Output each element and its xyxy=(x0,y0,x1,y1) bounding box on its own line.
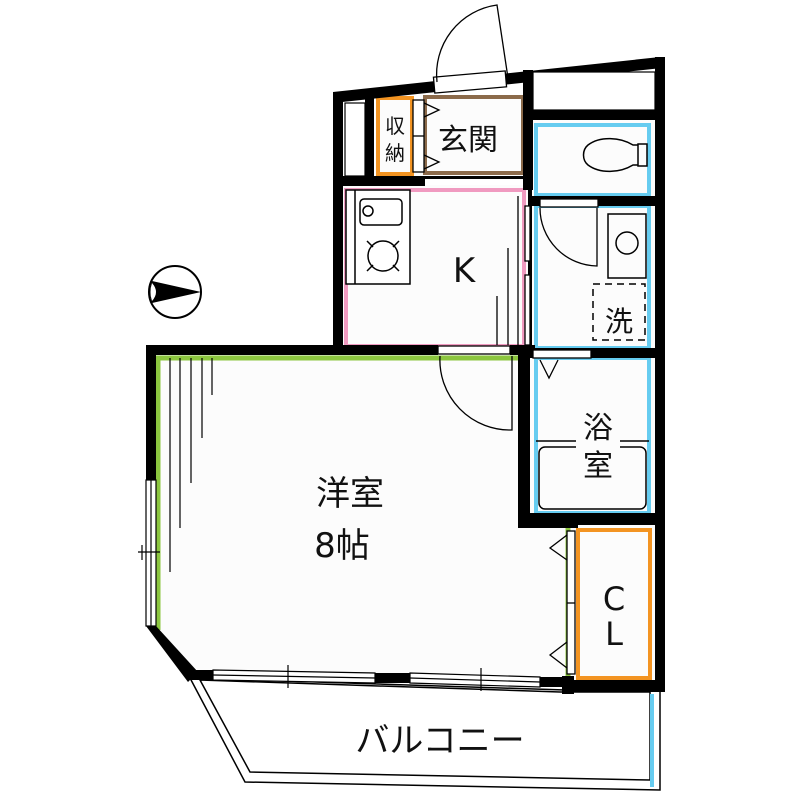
upper-right-window xyxy=(532,71,656,111)
stove-burner-icon xyxy=(367,240,399,272)
storage-outline xyxy=(376,96,414,176)
balcony-label: バルコニー xyxy=(355,721,524,761)
compass-north-arrow-icon xyxy=(148,265,202,319)
windows xyxy=(138,71,656,691)
toilet-icon xyxy=(582,137,638,173)
balcony xyxy=(188,677,661,791)
storage-label-line2: 納 xyxy=(385,141,405,165)
western-room-label: 洋室 xyxy=(316,474,384,514)
entrance-label: 玄関 xyxy=(438,123,498,158)
closet-label-line2: L xyxy=(605,615,623,653)
sink-icon xyxy=(359,198,403,226)
curtain-lines xyxy=(169,358,213,572)
upper-left-window xyxy=(344,102,366,177)
walls xyxy=(146,57,665,694)
bathroom-label-line2: 室 xyxy=(583,449,613,484)
closet-outline xyxy=(576,528,652,680)
toilet-outline xyxy=(534,123,651,197)
bathroom-label-line1: 浴 xyxy=(583,411,613,446)
western-door-swing xyxy=(439,355,513,431)
kitchen-label: K xyxy=(453,251,477,291)
closet-label-line1: C xyxy=(603,580,625,618)
western-room-size-label: 8帖 xyxy=(314,526,370,566)
room-labels: 洋室 8帖 K 玄関 収 納 洗 浴 室 C L バルコニー xyxy=(314,114,636,761)
entrance-door-swing xyxy=(435,4,509,83)
wash-basin-icon xyxy=(607,213,647,279)
kitchen-counter xyxy=(345,189,411,285)
washer-space xyxy=(592,283,646,341)
washer-label: 洗 xyxy=(605,305,633,338)
doors xyxy=(412,4,599,675)
storage-label-line1: 収 xyxy=(385,114,405,138)
washroom-door-swing xyxy=(539,207,598,267)
